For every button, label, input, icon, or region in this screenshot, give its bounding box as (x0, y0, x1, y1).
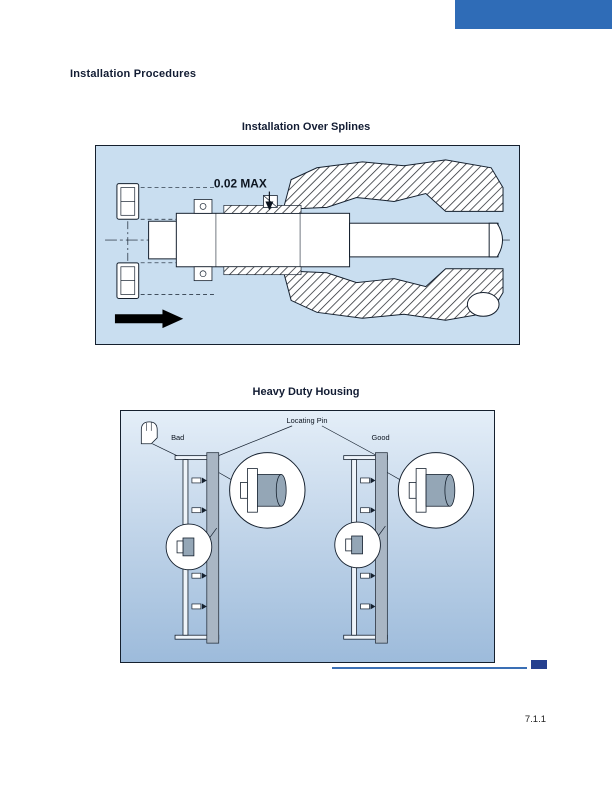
shaft-body (148, 212, 504, 317)
figure2-title: Heavy Duty Housing (252, 386, 360, 398)
right-small-callout (334, 521, 381, 569)
header-accent-bar (455, 0, 612, 29)
right-small-callout-leader (377, 525, 386, 538)
left-small-callout (165, 523, 213, 571)
page-number: 7.1.1 (524, 714, 546, 725)
hand-icon (140, 421, 180, 457)
spline-band-bottom (223, 266, 302, 276)
locating-pin-label: Locating Pin (287, 416, 328, 425)
splines-cross-section-drawing: 0.02 MAX (105, 159, 510, 329)
good-label: Good (371, 433, 389, 442)
figure1-splines-diagram: 0.02 MAX (95, 145, 520, 345)
left-small-callout-leader (208, 527, 218, 540)
housing-hatched-bottom (282, 268, 504, 321)
housing-hatched-top (282, 159, 504, 212)
right-big-callout-leader (387, 472, 402, 481)
right-assembly-good: Good (334, 433, 475, 644)
heavy-duty-housing-drawing: Locating Pin Bad (140, 416, 475, 644)
left-assembly-bad: Bad (140, 421, 306, 644)
figure2-housing-diagram: Locating Pin Bad (120, 410, 495, 663)
right-pins (360, 477, 376, 610)
direction-arrow-icon (114, 309, 184, 329)
left-big-callout (229, 452, 306, 529)
page-heading: Installation Procedures (70, 68, 197, 80)
dimension-annotation: 0.02 MAX (214, 177, 274, 211)
dimension-label: 0.02 MAX (214, 177, 267, 191)
footer-accent-square (531, 660, 547, 669)
spline-band-top (223, 205, 302, 214)
locating-pin-callout: Locating Pin (213, 416, 381, 458)
right-big-callout (397, 452, 475, 529)
left-big-callout-leader (218, 472, 233, 481)
footer-rule (332, 667, 527, 669)
figure1-title: Installation Over Splines (241, 121, 371, 133)
bad-label: Bad (171, 433, 184, 442)
loose-seal-part (116, 183, 216, 299)
